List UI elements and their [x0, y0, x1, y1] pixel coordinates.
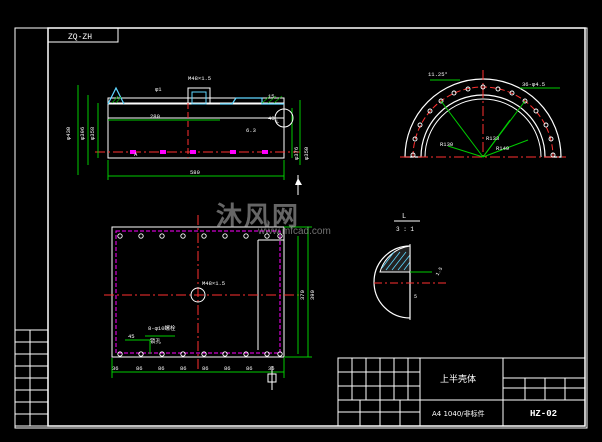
- hole-note-2: 锁孔: [150, 337, 162, 345]
- bottom-dim-1: 36: [112, 365, 119, 372]
- left-side-table: [14, 329, 49, 427]
- dim-front-right-2: φ350: [303, 147, 310, 160]
- bottom-dim-8: 36: [268, 365, 275, 372]
- dim-front-15: 15: [268, 93, 275, 100]
- watermark-url: www.mfcad.com: [258, 226, 331, 237]
- drawing-material: A4 1040/非标件: [432, 409, 485, 418]
- drawing-number: HZ-02: [530, 409, 557, 419]
- label-a: A: [134, 151, 138, 158]
- code-box: [47, 27, 119, 43]
- dim-front-280: 280: [150, 113, 160, 120]
- holes-label: 36-φ4.5: [522, 81, 545, 88]
- dim-front-40: 40: [268, 115, 275, 122]
- radius-2: R133: [486, 135, 499, 142]
- dim-front-6-3: 6.3: [246, 127, 256, 134]
- hole-note: 8-φ10螺栓: [148, 324, 176, 332]
- bottom-dim-5: 86: [202, 365, 209, 372]
- bottom-dim-2: 86: [136, 365, 143, 372]
- dim-370: 370: [299, 290, 306, 300]
- bottom-dim-6: 86: [224, 365, 231, 372]
- dim-390: 390: [309, 290, 316, 300]
- radius-3: R149: [496, 145, 509, 152]
- watermark-brand: 沐风网: [216, 202, 301, 232]
- dia-top-label: φ1: [155, 86, 162, 93]
- top-view: M48×1.5 8-φ10螺栓 锁孔 45 370 390 36 86 86 8…: [104, 215, 316, 390]
- dim-front-right-1: φ376: [293, 147, 300, 160]
- dim-front-left-3: φ358: [89, 127, 96, 140]
- angle-label: 11.25°: [428, 71, 448, 78]
- label-l: L: [276, 118, 279, 125]
- front-view: φ430 φ396 φ358 φ376 φ350 580 280 M48×1.5…: [65, 75, 310, 195]
- bottom-dim-7: 86: [246, 365, 253, 372]
- title-block: [337, 357, 586, 427]
- flange-view: 11.25° 36-φ4.5 R130 R133 R149: [400, 70, 566, 160]
- code-box-text: ZQ-ZH: [68, 33, 92, 42]
- detail-dim-b: 5: [414, 294, 417, 300]
- radius-1: R130: [440, 141, 453, 148]
- drawing-title: 上半壳体: [440, 373, 476, 385]
- detail-dim-a: 1.5: [435, 266, 445, 277]
- thread-top-label: M48×1.5: [188, 75, 211, 82]
- detail-view: L 3 : 1 1.5 5: [373, 213, 446, 320]
- bottom-dim-4: 86: [180, 365, 187, 372]
- thread-center-label: M48×1.5: [202, 280, 225, 287]
- dim-front-580: 580: [190, 169, 200, 176]
- dim-45: 45: [128, 333, 135, 340]
- inner-border: [47, 27, 586, 427]
- detail-label: L: [402, 213, 406, 221]
- dim-front-left-1: φ430: [65, 127, 72, 140]
- detail-scale: 3 : 1: [396, 226, 414, 233]
- dim-front-left-2: φ396: [79, 127, 86, 140]
- bottom-dim-3: 86: [158, 365, 165, 372]
